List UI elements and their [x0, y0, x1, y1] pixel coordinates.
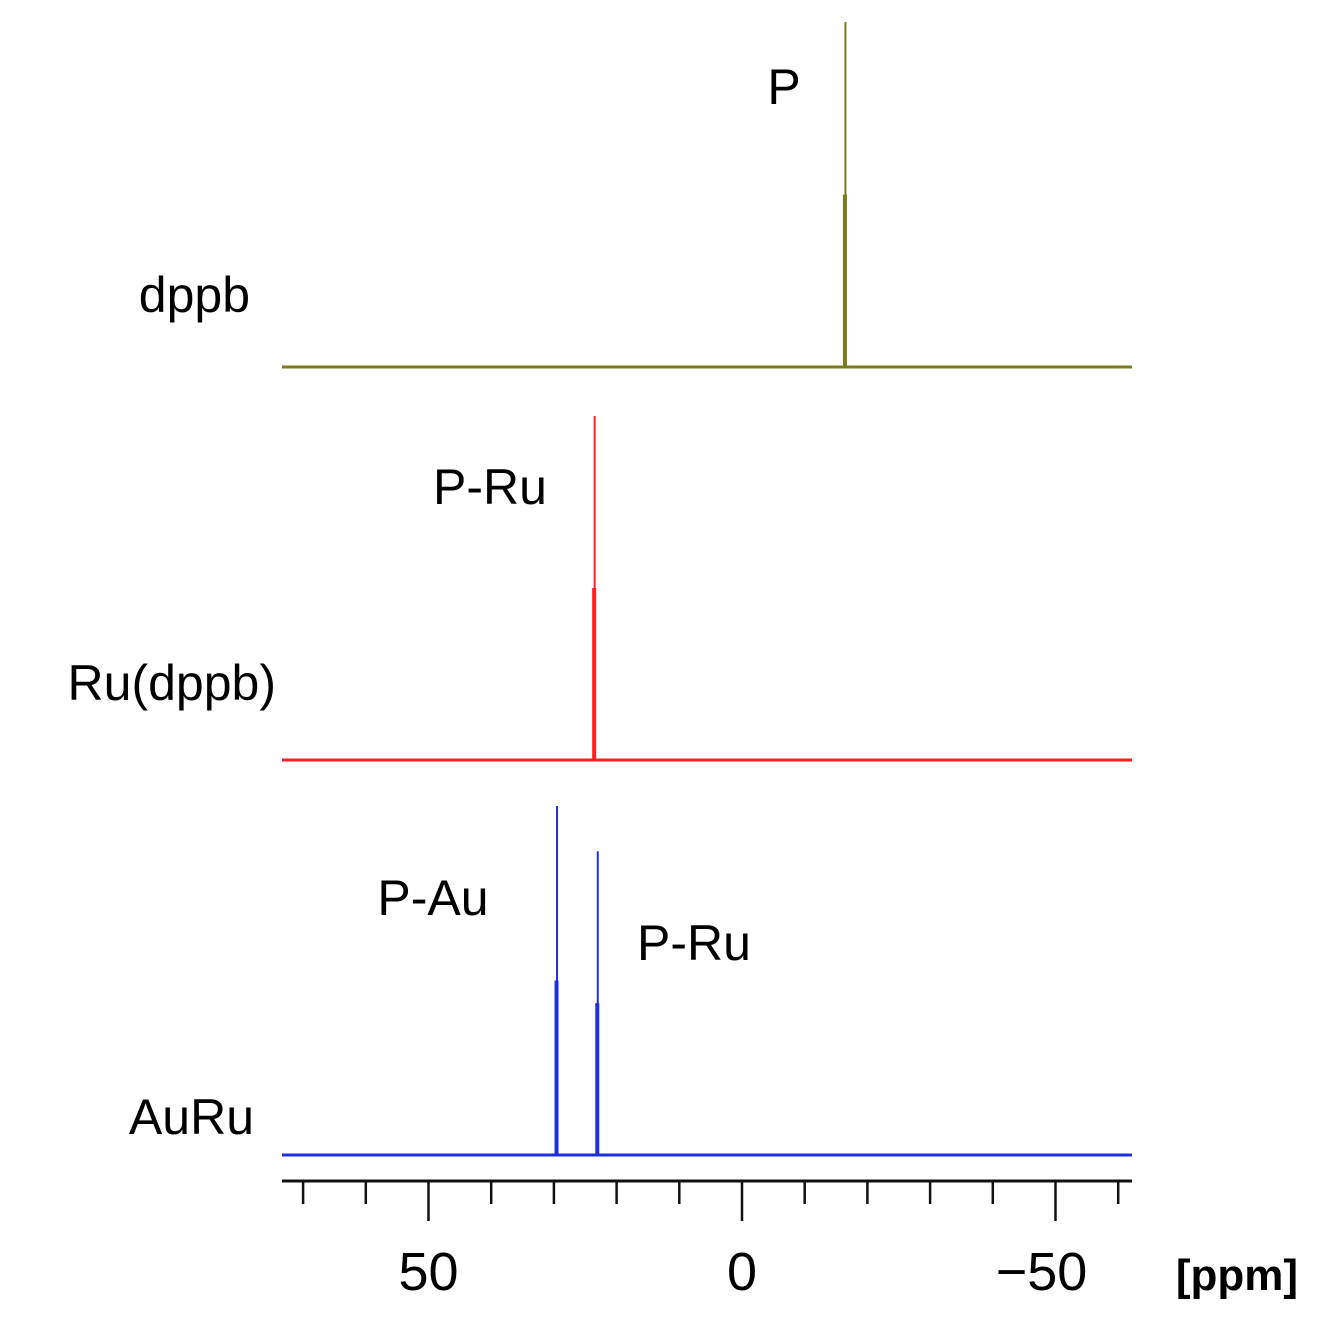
peak-core — [842, 194, 847, 367]
peak-label: P-Ru — [637, 915, 751, 971]
trace-label: dppb — [139, 267, 250, 323]
peak-core — [554, 980, 559, 1155]
x-axis-unit-label: [ppm] — [1176, 1251, 1298, 1300]
peak-label: P-Ru — [433, 459, 547, 515]
trace-1: dppb P — [139, 22, 1132, 369]
trace-2: Ru(dppb) P-Ru — [68, 416, 1132, 762]
peak-label: P-Au — [377, 870, 488, 926]
peak-core — [595, 1003, 600, 1155]
peak-core — [592, 588, 597, 760]
trace-3: AuRu P-AuP-Ru — [129, 806, 1132, 1157]
peak-label: P — [767, 59, 800, 115]
trace-label: Ru(dppb) — [68, 655, 276, 711]
tick-label: 0 — [727, 1242, 757, 1302]
tick-label: 50 — [398, 1242, 458, 1302]
tick-label: −50 — [996, 1242, 1088, 1302]
x-axis: 50 0 −50 [ppm] — [282, 1179, 1298, 1302]
trace-label: AuRu — [129, 1089, 254, 1145]
